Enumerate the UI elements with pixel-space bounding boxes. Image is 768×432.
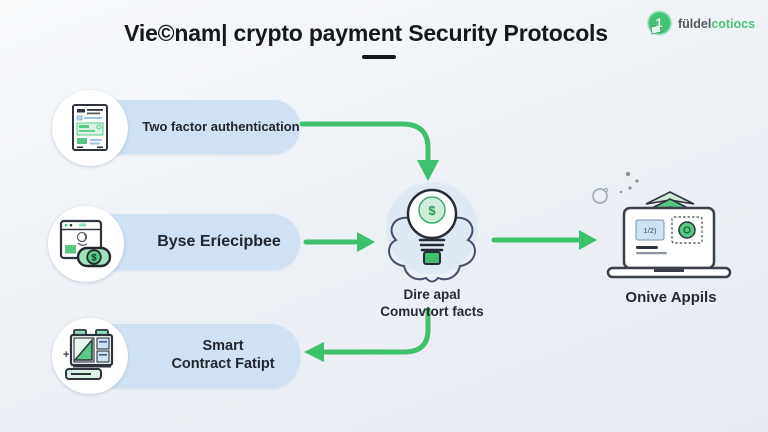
laptop-node: 1/2): [596, 180, 746, 280]
laptop-node-caption: Onive Appils: [625, 289, 717, 306]
flow-arrows: [299, 121, 582, 355]
step-label-line2: Contract Fatipt: [171, 356, 275, 372]
step-label: Byse Eríecipbee: [157, 233, 281, 251]
arrowheads: [304, 160, 597, 362]
center-caption-line1: Dire apal: [403, 287, 461, 302]
logo-badge-icon: 1: [647, 10, 672, 36]
document-form-icon: [72, 104, 108, 151]
idea-swirl-outline: [388, 216, 476, 283]
center-node-caption: Dire apal Comuvtort facts: [352, 286, 512, 320]
logo-mark: 1: [656, 16, 663, 30]
center-caption-line2: Comuvtort facts: [380, 304, 484, 319]
bulb-currency-symbol: $: [428, 203, 436, 218]
logo-text-primary: füldel: [678, 17, 712, 31]
logo-text-accent: cotiocs: [711, 17, 756, 31]
title-underline: [362, 55, 396, 59]
step-label: Two factor authentication: [142, 119, 300, 135]
logo-text: füldelcotiocs: [678, 17, 755, 31]
step-icon-circle: +: [52, 318, 128, 394]
page-title: Vie©nam| crypto payment Security Protoco…: [124, 20, 608, 46]
screen-card-text: 1/2): [644, 226, 657, 235]
lightbulb-idea-icon: $: [386, 182, 478, 283]
smart-contract-icon: +: [63, 329, 114, 380]
step-icon-circle: $: [48, 206, 124, 282]
bulb-neck-ridges: [418, 238, 446, 252]
step-label-line1: Smart: [202, 338, 244, 355]
step-label: Smart Contract Fatipt: [113, 338, 274, 373]
center-idea-node: $: [372, 168, 492, 292]
arrow-step1-to-center: [299, 121, 431, 165]
plus-symbol: +: [63, 349, 69, 361]
decorative-bubbles: [592, 171, 639, 204]
coin-currency-symbol: $: [91, 253, 97, 264]
brand-logo: 1 füldelcotiocs: [646, 10, 755, 38]
step-icon-circle: [52, 90, 128, 166]
arrow-center-to-step3: [321, 307, 431, 355]
laptop-icon: 1/2): [606, 191, 732, 279]
browser-payment-icon: $: [59, 219, 112, 268]
